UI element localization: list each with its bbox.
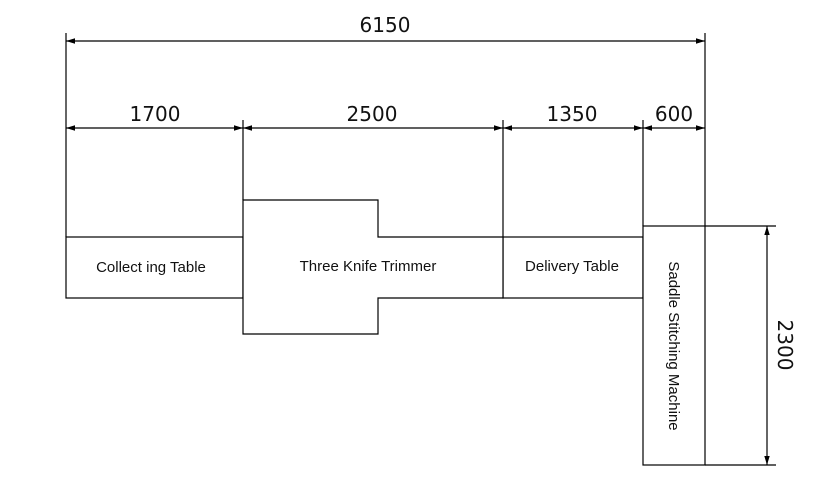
delivery-table: Delivery Table <box>502 236 644 299</box>
dim-text-delivery: 1350 <box>547 102 598 126</box>
three-knife-trimmer-outline <box>242 199 504 335</box>
saddle-stitching-machine: Saddle Stitching Machine <box>642 225 706 466</box>
collecting-table-outline <box>65 236 244 299</box>
extension-lines <box>65 33 776 466</box>
three-knife-trimmer: Three Knife Trimmer <box>242 199 504 335</box>
collecting-table: Collect ing Table <box>65 236 244 299</box>
saddle-stitching-machine-outline <box>642 225 706 466</box>
dimension-overall: 6150 <box>66 13 705 44</box>
delivery-table-outline <box>502 236 644 299</box>
dim-text-trimmer: 2500 <box>347 102 398 126</box>
saddle-stitching-machine-label: Saddle Stitching Machine <box>665 261 682 430</box>
dim-text-collecting: 1700 <box>130 102 181 126</box>
three-knife-trimmer-label: Three Knife Trimmer <box>300 258 437 275</box>
dimension-segments: 1700 2500 1350 600 <box>66 102 705 131</box>
dim-text-saddle-width: 600 <box>655 102 693 126</box>
dimension-saddle-height: 2300 <box>764 226 797 465</box>
delivery-table-label: Delivery Table <box>525 258 619 275</box>
dim-text-overall: 6150 <box>360 13 411 37</box>
collecting-table-label: Collect ing Table <box>96 259 206 276</box>
dim-text-saddle-height: 2300 <box>773 320 797 371</box>
